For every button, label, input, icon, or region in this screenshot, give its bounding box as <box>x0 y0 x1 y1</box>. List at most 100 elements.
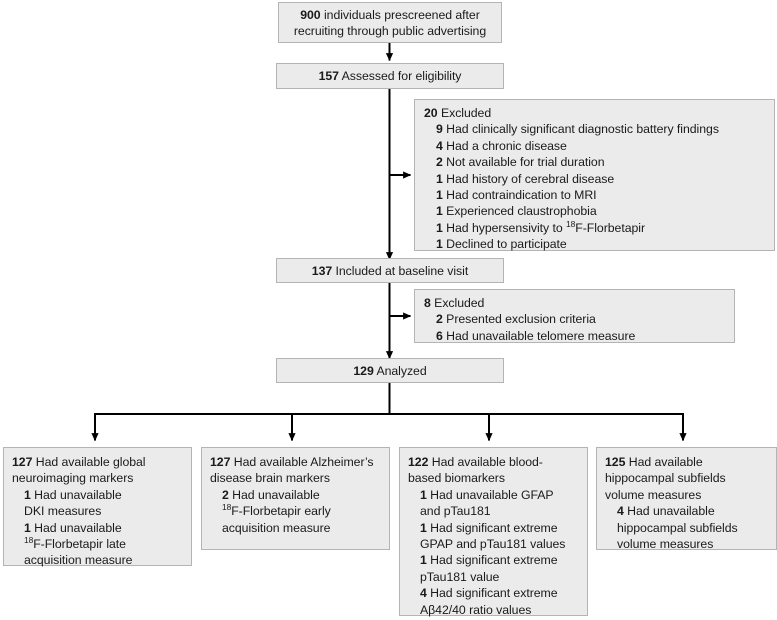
item-text: Had unavailable <box>228 487 320 502</box>
outcome-item-line: hippocampal subfields <box>617 520 738 535</box>
reason-count: 2 <box>436 312 443 327</box>
excluded-20-reason: 2 Not available for trial duration <box>424 154 767 170</box>
outcome-header-line-1: 127 Had available Alzheimer’s <box>210 454 383 470</box>
item-count: 4 <box>420 586 427 601</box>
outcome-box-hippocampal-subfields-volume: 125 Had available hippocampal subfields … <box>596 447 777 551</box>
outcome-item-line: Aβ42/40 ratio values <box>420 602 532 617</box>
excluded-20-reason: 1 Experienced claustrophobia <box>424 203 767 219</box>
outcome-item-line: 1 Had unavailable <box>12 487 185 503</box>
item-count: 1 <box>420 487 427 502</box>
outcome-item-line: 4 Had unavailable <box>605 503 770 519</box>
reason-count: 1 <box>436 220 443 235</box>
outcome-item-line: and pTau181 <box>420 504 491 519</box>
reason-count: 9 <box>436 122 443 137</box>
outcome-item-line: pTau181 value <box>420 569 500 584</box>
outcome-header-text: Had available <box>625 455 703 469</box>
outcome-item-line: GPAP and pTau181 values <box>420 537 566 552</box>
reason-text-after: F-Florbetapir <box>575 220 645 235</box>
outcome-item-line: 1 Had unavailable GFAP <box>408 487 581 503</box>
reason-text: Had clinically significant diagnostic ba… <box>442 122 719 137</box>
outcome-header-text: Had available Alzheimer’s <box>230 455 374 469</box>
prescreened-count: 900 <box>300 8 321 22</box>
excluded-20-reason: 4 Had a chronic disease <box>424 138 767 154</box>
excluded-20-reason: 1 Declined to participate <box>424 236 767 252</box>
item-count: 1 <box>420 520 427 535</box>
outcome-header-text: Had available blood- <box>428 455 543 469</box>
excluded-8-header: 8 Excluded <box>424 295 727 311</box>
item-text: Had significant extreme <box>426 520 558 535</box>
excluded-20-reason: 1 Had hypersensivity to 18F-Florbetapir <box>424 220 767 236</box>
analyzed-count: 129 <box>353 364 374 378</box>
outcome-count: 125 <box>605 455 626 469</box>
included-count: 137 <box>311 264 333 278</box>
analyzed-line: 129 Analyzed <box>283 363 497 379</box>
outcome-item-line: 1 Had significant extreme <box>408 552 581 568</box>
outcome-header-line-2: based biomarkers <box>408 471 505 486</box>
included-label: Included at baseline visit <box>332 264 469 278</box>
outcome-header-line-1: 127 Had available global <box>12 454 185 470</box>
reason-count: 4 <box>436 138 443 153</box>
excluded-20-label: Excluded <box>437 106 492 120</box>
reason-text: Presented exclusion criteria <box>442 312 596 327</box>
excluded-20-count: 20 <box>424 106 438 120</box>
assessed-count: 157 <box>318 69 339 83</box>
outcome-item-line: acquisition measure <box>222 520 331 535</box>
assessed-line: 157 Assessed for eligibility <box>283 68 497 84</box>
outcome-box-blood-based-biomarkers: 122 Had available blood- based biomarker… <box>399 447 588 617</box>
item-text: Had unavailable <box>30 520 122 535</box>
outcome-count: 127 <box>12 455 33 469</box>
excluded-20-reason: 1 Had history of cerebral disease <box>424 171 767 187</box>
excluded-8-reason: 2 Presented exclusion criteria <box>424 311 727 327</box>
reason-count: 1 <box>436 237 443 252</box>
reason-count: 1 <box>436 171 443 186</box>
isotope-superscript: 18 <box>566 218 576 229</box>
item-text: F-Florbetapir early <box>231 504 331 519</box>
prescreened-line-1: 900 individuals prescreened after <box>285 7 495 23</box>
reason-text: Had unavailable telomere measure <box>442 328 636 343</box>
item-count: 4 <box>617 504 624 519</box>
prescreened-line-2: recruiting through public advertising <box>293 24 487 39</box>
reason-count: 1 <box>436 204 443 219</box>
included-line: 137 Included at baseline visit <box>283 263 497 279</box>
outcome-item-line: 18F-Florbetapir late <box>12 536 185 552</box>
excluded-8-count: 8 <box>424 296 431 310</box>
isotope-superscript: 18 <box>222 502 232 513</box>
excluded-20-reason: 9 Had clinically significant diagnostic … <box>424 121 767 137</box>
outcome-box-alzheimers-disease-brain-markers: 127 Had available Alzheimer’s disease br… <box>201 447 390 550</box>
item-text: Had unavailable <box>30 487 122 502</box>
outcome-item-line: acquisition measure <box>24 553 133 568</box>
outcome-header-line-2: hippocampal subfields <box>605 471 726 486</box>
reason-text: Not available for trial duration <box>442 155 605 170</box>
excluded-20-header: 20 Excluded <box>424 105 767 121</box>
item-count: 1 <box>420 553 427 568</box>
excluded-20-reason: 1 Had contraindication to MRI <box>424 187 767 203</box>
reason-count: 2 <box>436 155 443 170</box>
node-excluded-8: 8 Excluded 2 Presented exclusion criteri… <box>414 289 735 343</box>
prescreened-text-1: individuals prescreened after <box>320 8 480 22</box>
node-excluded-20: 20 Excluded 9 Had clinically significant… <box>414 99 775 251</box>
outcome-item-line: 2 Had unavailable <box>210 487 383 503</box>
reason-text: Had history of cerebral disease <box>442 171 615 186</box>
node-assessed-eligibility: 157 Assessed for eligibility <box>276 63 504 89</box>
item-count: 1 <box>24 487 31 502</box>
outcome-item-line: DKI measures <box>24 504 102 519</box>
assessed-label: Assessed for eligibility <box>338 69 462 83</box>
item-text: Had significant extreme <box>426 553 558 568</box>
item-text: Had significant extreme <box>426 586 558 601</box>
outcome-count: 127 <box>210 455 231 469</box>
outcome-item-line: 4 Had significant extreme <box>408 585 581 601</box>
reason-text: Experienced claustrophobia <box>442 204 597 219</box>
outcome-header-line-3: volume measures <box>605 487 702 502</box>
reason-text: Had hypersensivity to <box>442 220 567 235</box>
item-text: Had unavailable GFAP <box>426 487 554 502</box>
excluded-8-reason: 6 Had unavailable telomere measure <box>424 328 727 344</box>
reason-text: Had contraindication to MRI <box>442 188 597 203</box>
item-text: Had unavailable <box>623 504 715 519</box>
outcome-box-global-neuroimaging-markers: 127 Had available global neuroimaging ma… <box>3 447 192 568</box>
node-analyzed: 129 Analyzed <box>276 358 504 383</box>
reason-text: Declined to participate <box>442 237 567 252</box>
analyzed-label: Analyzed <box>373 364 427 378</box>
outcome-item-line: 1 Had significant extreme <box>408 520 581 536</box>
outcome-item-line: 18F-Florbetapir early <box>210 503 383 519</box>
